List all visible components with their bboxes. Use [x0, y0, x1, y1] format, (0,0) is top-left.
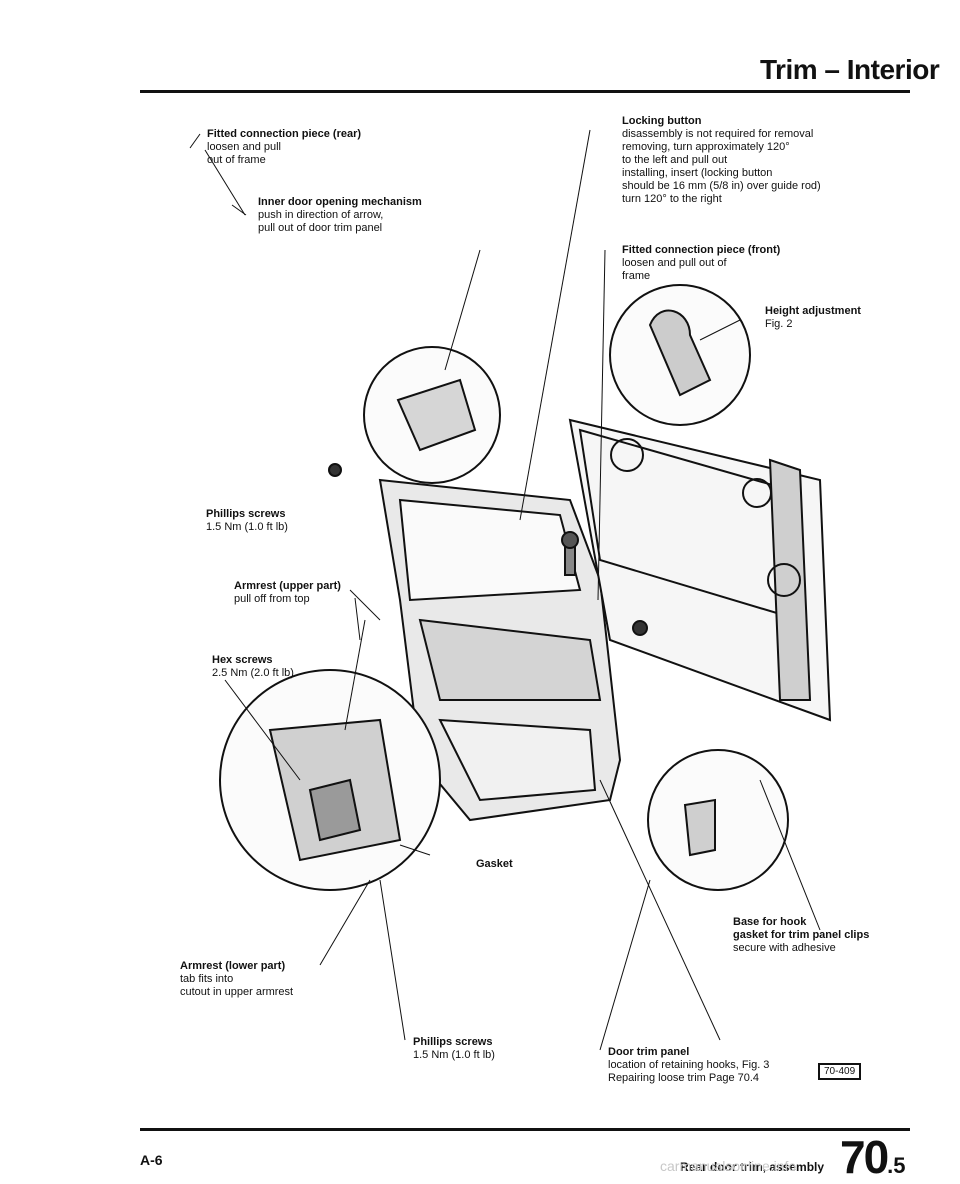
page-code: A-6 — [140, 1152, 163, 1168]
callout-armrest-lower: Armrest (lower part) tab fits into cutou… — [180, 960, 293, 999]
callout-fitted-connection-front: Fitted connection piece (front) loosen a… — [622, 244, 780, 283]
callout-title: Armrest (upper part) — [234, 580, 341, 592]
figure-number-badge: 70-409 — [818, 1063, 862, 1080]
callout-line: gasket for trim panel clips — [733, 929, 870, 941]
callout-title: Phillips screws — [413, 1036, 493, 1048]
callout-armrest-upper: Armrest (upper part) pull off from top — [234, 580, 341, 606]
callout-locking-button: Locking button disassembly is not requir… — [622, 115, 872, 206]
callout-line: disassembly is not required for removal — [622, 128, 814, 140]
callout-gasket: Gasket — [476, 858, 513, 871]
callout-line: installing, insert (locking button — [622, 167, 773, 179]
callout-fitted-connection-rear: Fitted connection piece (rear) loosen an… — [207, 128, 361, 167]
section-title: Rear door trim, assembly — [680, 1160, 825, 1174]
callout-line: secure with adhesive — [733, 942, 836, 954]
callout-line: frame — [622, 270, 651, 282]
callout-title: Door trim panel — [608, 1046, 690, 1058]
callout-title: Gasket — [476, 858, 513, 870]
callout-line: Fig. 2 — [765, 318, 793, 330]
callout-line: cutout in upper armrest — [180, 986, 294, 998]
callout-phillips-screws-upper: Phillips screws 1.5 Nm (1.0 ft lb) — [206, 508, 288, 534]
callout-title: Base for hook — [733, 916, 807, 928]
callout-line: 1.5 Nm (1.0 ft lb) — [413, 1049, 495, 1061]
callout-line: location of retaining hooks, Fig. 3 — [608, 1059, 770, 1071]
callout-line: tab fits into — [180, 973, 234, 985]
callout-line: loosen and pull — [207, 141, 282, 153]
callout-hex-screws: Hex screws 2.5 Nm (2.0 ft lb) — [212, 654, 294, 680]
header-rule — [140, 90, 910, 93]
callout-title: Phillips screws — [206, 508, 286, 520]
watermark-text: carmanualsonline.info — [660, 1158, 797, 1174]
callout-line: loosen and pull out of — [622, 257, 727, 269]
callout-line: to the left and pull out — [622, 154, 728, 166]
callout-title: Fitted connection piece (rear) — [207, 128, 362, 140]
callout-inner-door-opening: Inner door opening mechanism push in dir… — [258, 196, 422, 235]
callout-title: Armrest (lower part) — [180, 960, 286, 972]
callout-line: out of frame — [207, 154, 266, 166]
callout-line: pull out of door trim panel — [258, 222, 383, 234]
callout-line: should be 16 mm (5/8 in) over guide rod) — [622, 180, 821, 192]
callout-title: Fitted connection piece (front) — [622, 244, 781, 256]
footer-rule — [140, 1128, 910, 1131]
callout-title: Height adjustment — [765, 305, 861, 317]
callout-door-trim-panel: Door trim panel location of retaining ho… — [608, 1046, 769, 1085]
callout-title: Inner door opening mechanism — [258, 196, 422, 208]
callout-line: removing, turn approximately 120° — [622, 141, 790, 153]
callout-height-adjustment: Height adjustment Fig. 2 — [765, 305, 861, 331]
callout-line: pull off from top — [234, 593, 310, 605]
page-number: 70.5 — [840, 1130, 906, 1184]
callout-title: Hex screws — [212, 654, 273, 666]
callout-title: Locking button — [622, 115, 702, 127]
callout-line: 2.5 Nm (2.0 ft lb) — [212, 667, 294, 679]
callout-line: push in direction of arrow, — [258, 209, 384, 221]
callout-line: 1.5 Nm (1.0 ft lb) — [206, 521, 288, 533]
callout-base-for-hook: Base for hook gasket for trim panel clip… — [733, 916, 869, 955]
callout-line: turn 120° to the right — [622, 193, 722, 205]
page-number-main: 70 — [840, 1131, 889, 1183]
callout-line: Repairing loose trim Page 70.4 — [608, 1072, 760, 1084]
page-number-suffix: .5 — [887, 1153, 906, 1178]
page-title: Trim – Interior — [760, 54, 940, 85]
callout-phillips-screws-lower: Phillips screws 1.5 Nm (1.0 ft lb) — [413, 1036, 495, 1062]
